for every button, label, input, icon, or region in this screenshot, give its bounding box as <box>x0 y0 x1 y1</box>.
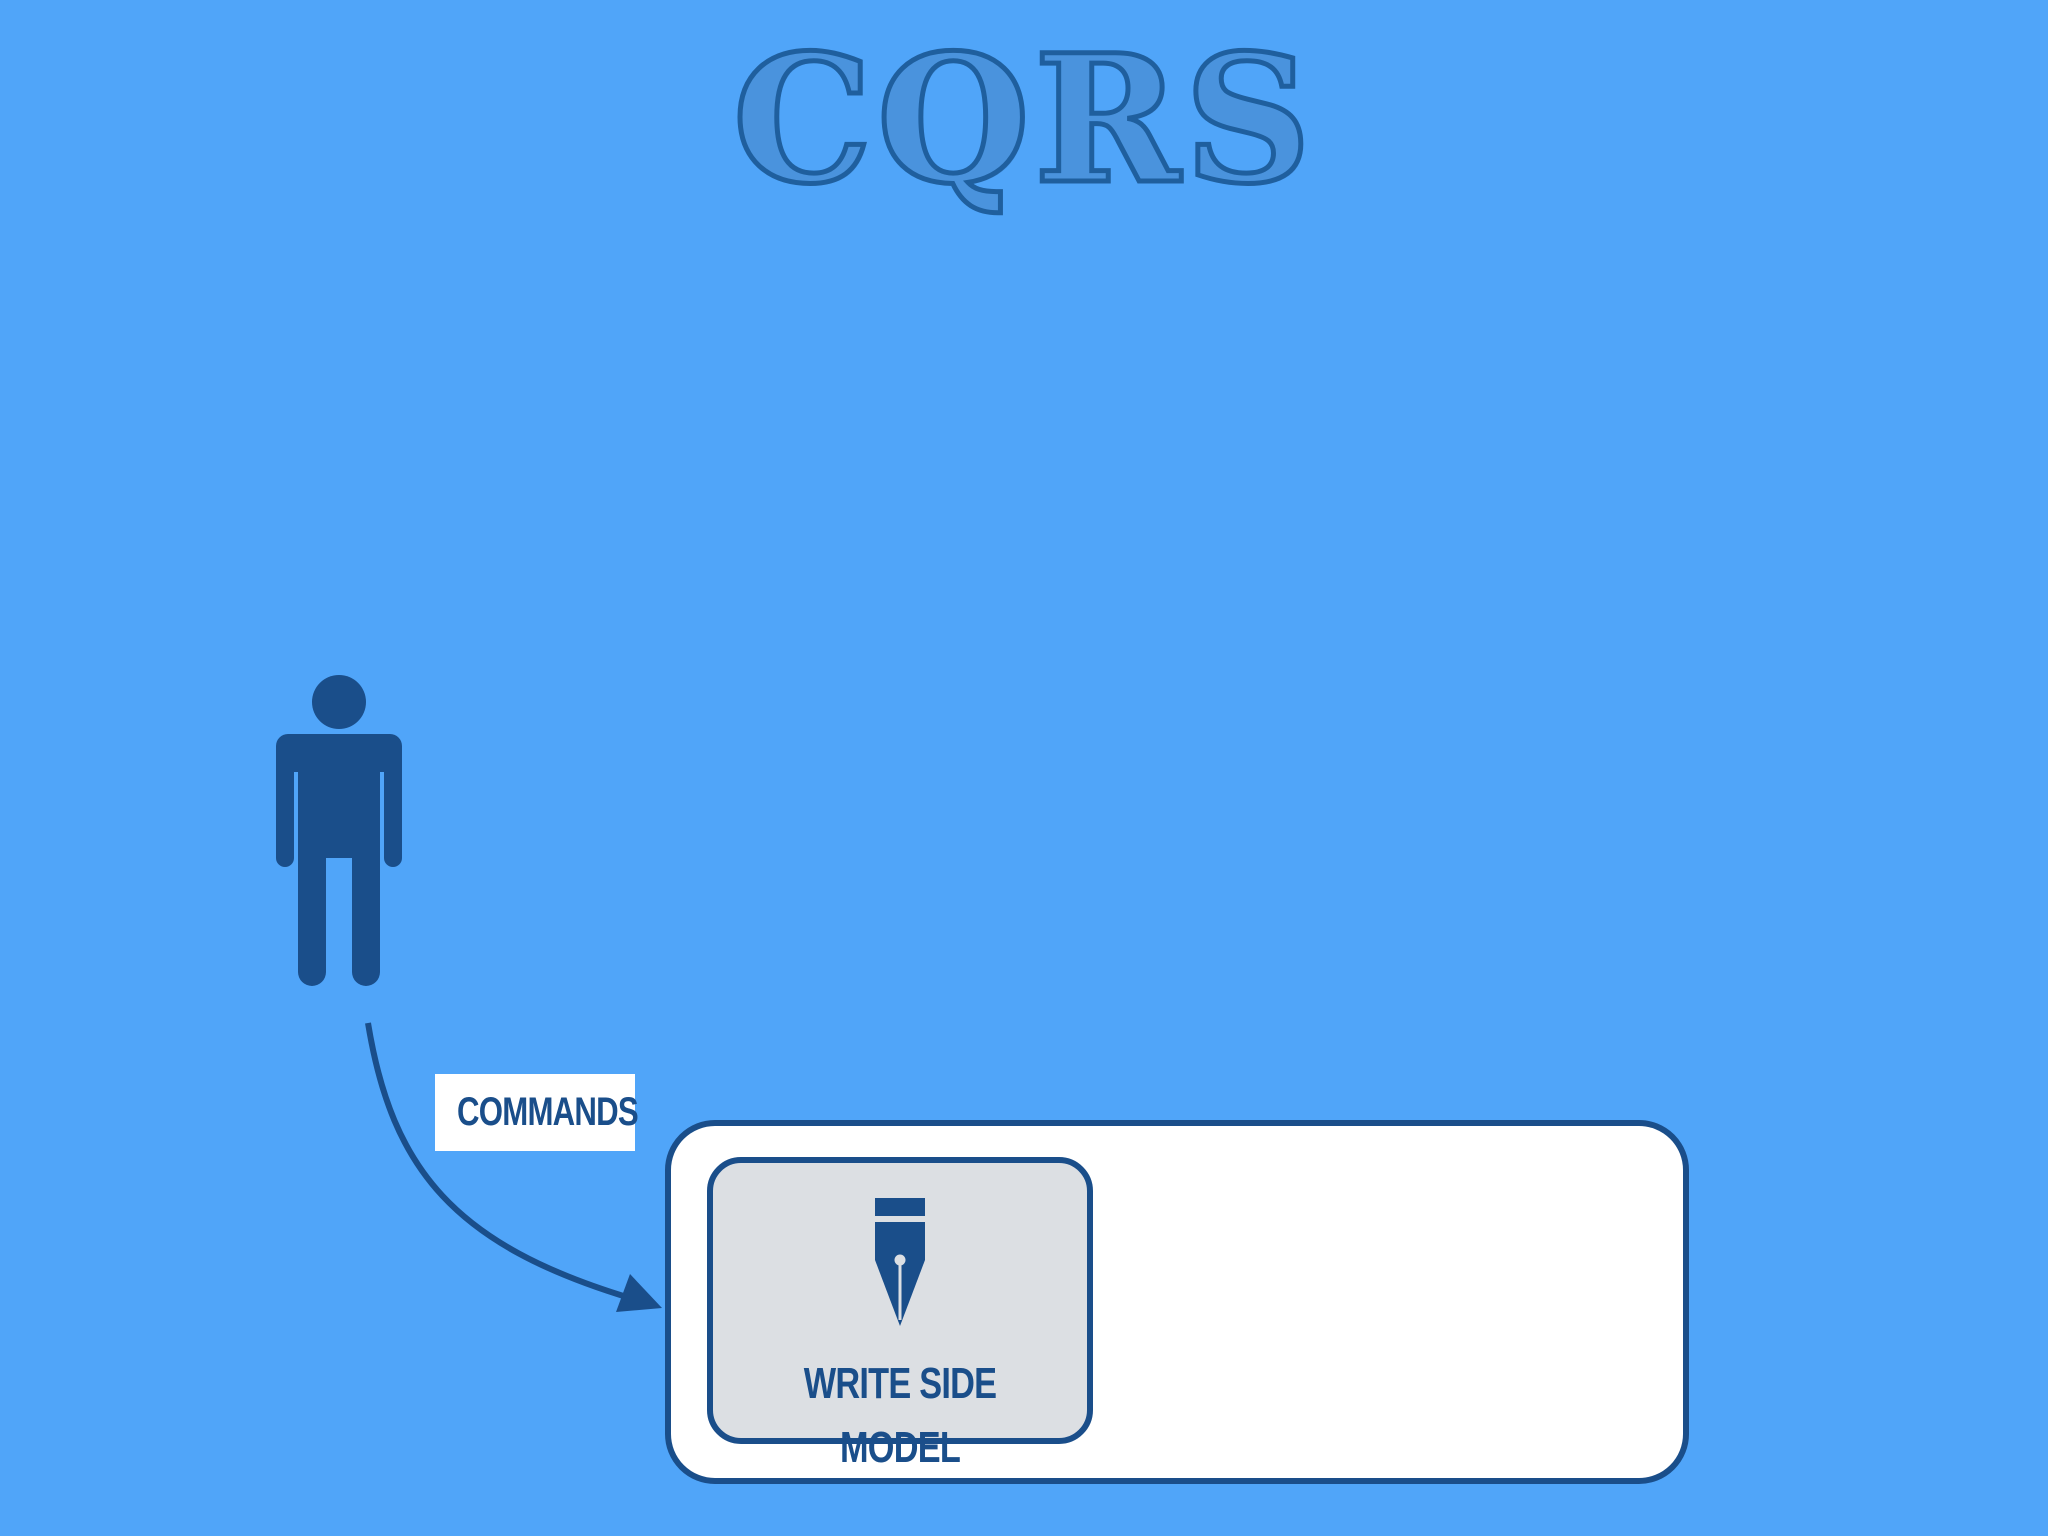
write-side-model-text: WRITE SIDE MODEL <box>803 1359 997 1472</box>
person-icon <box>276 675 402 986</box>
write-side-model-label: WRITE SIDE MODEL <box>707 1352 1093 1472</box>
diagram-title: CQRS <box>730 16 1316 223</box>
commands-label: COMMANDS <box>457 1074 639 1151</box>
fountain-pen-icon <box>875 1198 925 1326</box>
